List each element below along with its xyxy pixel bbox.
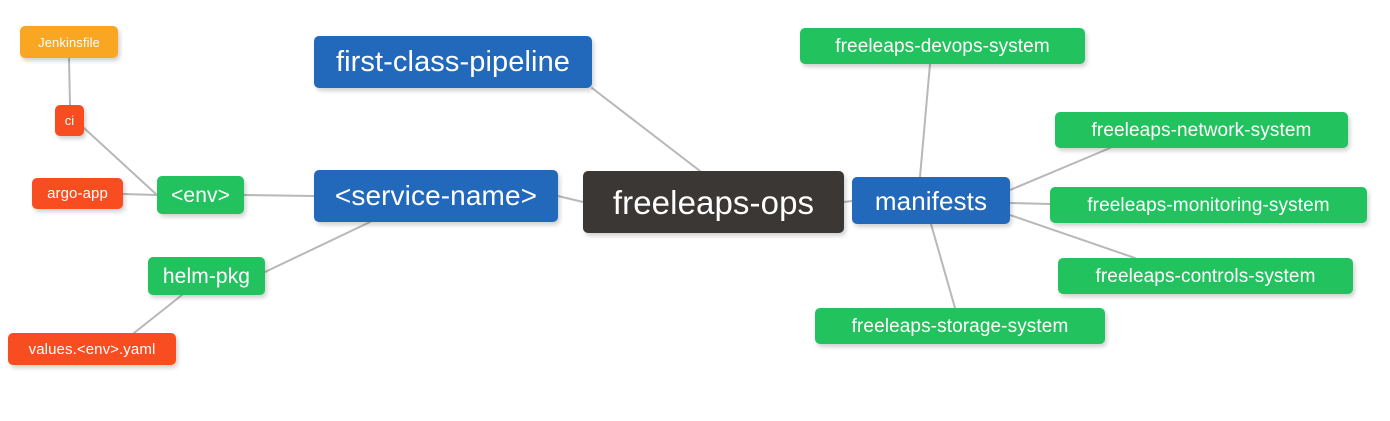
mindmap-node-argo-app[interactable]: argo-app xyxy=(32,178,123,209)
mindmap-node-label-argo-app: argo-app xyxy=(47,185,108,202)
edge-manifests-to-freeleaps-devops-system xyxy=(919,63,931,178)
mindmap-node-jenkinsfile[interactable]: Jenkinsfile xyxy=(20,26,118,58)
mindmap-node-label-values-env-yaml: values.<env>.yaml xyxy=(28,340,156,358)
mindmap-node-env[interactable]: <env> xyxy=(157,176,244,214)
mindmap-node-label-freeleaps-devops-system: freeleaps-devops-system xyxy=(835,35,1050,57)
mindmap-node-helm-pkg[interactable]: helm-pkg xyxy=(148,257,265,295)
mindmap-node-values-env-yaml[interactable]: values.<env>.yaml xyxy=(8,333,176,365)
edge-ci-to-jenkinsfile xyxy=(68,57,71,106)
mindmap-node-label-manifests: manifests xyxy=(874,185,988,216)
mindmap-node-label-env: <env> xyxy=(171,183,230,207)
mindmap-node-label-first-class-pipeline: first-class-pipeline xyxy=(335,45,571,78)
mindmap-node-freeleaps-ops[interactable]: freeleaps-ops xyxy=(583,171,844,233)
edge-helm-pkg-to-values-env-yaml xyxy=(133,294,183,334)
edge-freeleaps-ops-to-first-class-pipeline xyxy=(591,87,701,172)
edge-service-name-to-helm-pkg xyxy=(264,221,371,273)
edge-service-name-to-env xyxy=(243,194,315,197)
mindmap-node-label-helm-pkg: helm-pkg xyxy=(162,264,251,288)
mindmap-node-manifests[interactable]: manifests xyxy=(852,177,1010,224)
mindmap-node-freeleaps-monitoring-system[interactable]: freeleaps-monitoring-system xyxy=(1050,187,1367,223)
mindmap-node-freeleaps-network-system[interactable]: freeleaps-network-system xyxy=(1055,112,1348,148)
edge-env-to-argo-app xyxy=(122,193,158,196)
edge-manifests-to-freeleaps-monitoring-system xyxy=(1009,202,1051,205)
mindmap-node-label-jenkinsfile: Jenkinsfile xyxy=(38,34,100,50)
edge-manifests-to-freeleaps-network-system xyxy=(1009,147,1111,191)
mindmap-node-label-freeleaps-controls-system: freeleaps-controls-system xyxy=(1095,265,1316,287)
mindmap-node-label-freeleaps-storage-system: freeleaps-storage-system xyxy=(851,315,1069,337)
mindmap-node-label-ci: ci xyxy=(64,113,75,128)
mindmap-node-label-freeleaps-monitoring-system: freeleaps-monitoring-system xyxy=(1087,194,1330,216)
edge-manifests-to-freeleaps-storage-system xyxy=(930,223,956,309)
edge-freeleaps-ops-to-manifests xyxy=(843,200,853,203)
mindmap-node-freeleaps-controls-system[interactable]: freeleaps-controls-system xyxy=(1058,258,1353,294)
mindmap-node-label-freeleaps-network-system: freeleaps-network-system xyxy=(1091,119,1312,141)
edge-freeleaps-ops-to-service-name xyxy=(557,195,584,203)
mindmap-node-label-service-name: <service-name> xyxy=(334,180,538,211)
mindmap-node-freeleaps-devops-system[interactable]: freeleaps-devops-system xyxy=(800,28,1085,64)
mindmap-node-first-class-pipeline[interactable]: first-class-pipeline xyxy=(314,36,592,88)
mindmap-node-freeleaps-storage-system[interactable]: freeleaps-storage-system xyxy=(815,308,1105,344)
mindmap-node-service-name[interactable]: <service-name> xyxy=(314,170,558,222)
mindmap-node-label-freeleaps-ops: freeleaps-ops xyxy=(612,183,815,221)
mindmap-node-ci[interactable]: ci xyxy=(55,105,84,136)
